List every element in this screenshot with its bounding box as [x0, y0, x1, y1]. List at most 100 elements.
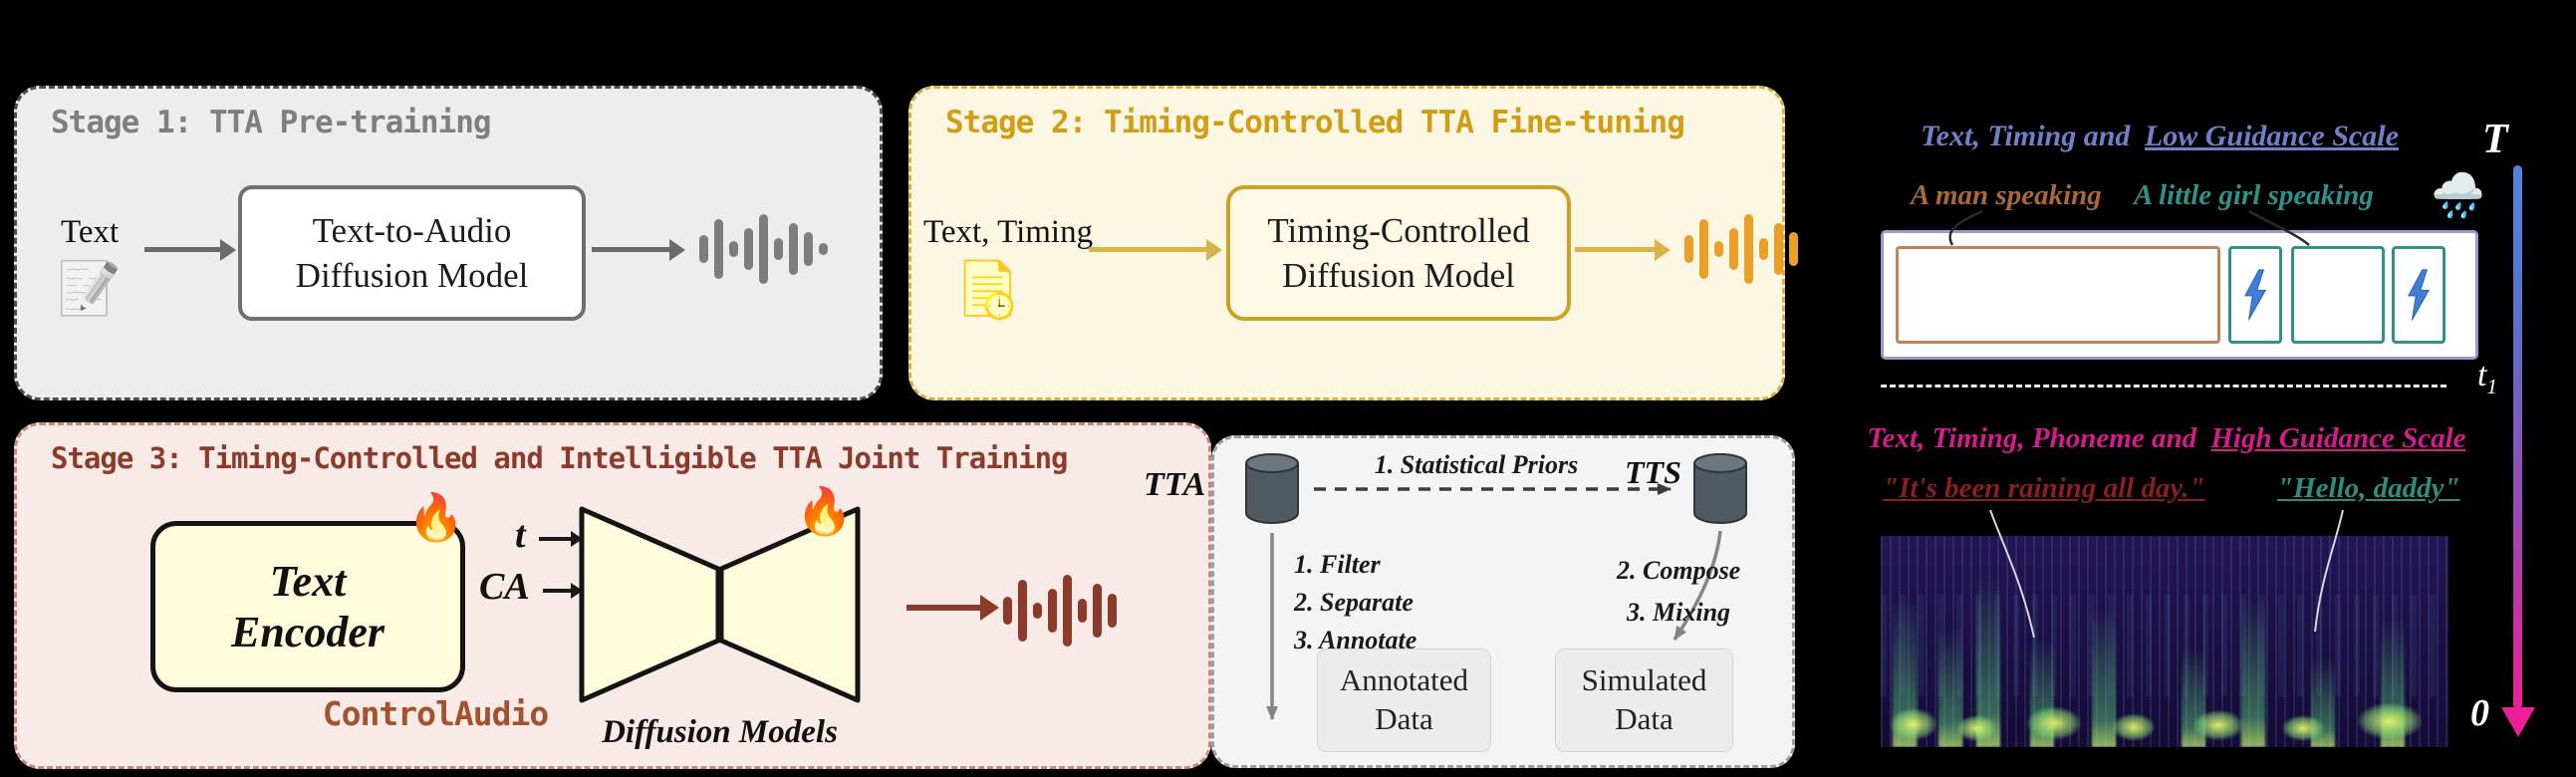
- timestep-label: t: [515, 514, 526, 556]
- clock-icon: 🕒: [983, 292, 1016, 321]
- stage3-title: Stage 3: Timing-Controlled and Intelligi…: [51, 441, 1068, 475]
- waveform-bar: [1048, 589, 1057, 633]
- spectrogram-blob: [2106, 709, 2162, 745]
- waveform-bar: [1684, 235, 1693, 263]
- waveform-icon: [1684, 213, 1798, 285]
- annotated-data-label: Annotated Data: [1339, 662, 1469, 736]
- tts-dataset-label: TTS: [1625, 454, 1681, 490]
- stage3-panel: Stage 3: Timing-Controlled and Intelligi…: [14, 422, 1211, 769]
- girl-speaking-label: A little girl speaking: [2134, 179, 2374, 211]
- rain-cloud-icon: 🌧️: [2431, 171, 2485, 220]
- arrow-right-icon: [144, 247, 220, 252]
- stage2-panel: Stage 2: Timing-Controlled TTA Fine-tuni…: [908, 86, 1798, 400]
- fire-icon: 🔥: [796, 486, 854, 537]
- waveform-icon: [699, 213, 828, 285]
- text-encoder-box: Text Encoder: [150, 521, 465, 692]
- girl-speech-segment: [2291, 246, 2385, 344]
- arrow-right-icon: [592, 247, 669, 252]
- tts-down-arrow: [1673, 530, 1722, 641]
- timestep-t1-label: t1: [2477, 357, 2497, 399]
- waveform-bar: [1078, 599, 1087, 623]
- lightning-icon: [2243, 269, 2267, 321]
- rain-quote: "It's been raining all day.": [1883, 472, 2205, 504]
- spectrogram-blob: [1950, 711, 2002, 745]
- unet-decoder-half: [718, 506, 861, 703]
- waveform-bar: [729, 241, 738, 257]
- spectrogram: [1881, 536, 2448, 747]
- spectrogram-blob: [2186, 705, 2251, 745]
- timed-document-icon: 📄 🕒: [955, 261, 1020, 320]
- waveform-bar: [1003, 597, 1012, 625]
- waveform-icon: [1003, 573, 1117, 648]
- diffusion-unet-shape: [579, 506, 861, 703]
- high-guidance-prefix: Text, Timing, Phoneme and: [1867, 422, 2197, 454]
- pipeline-step-filter: 1. Filter: [1294, 550, 1381, 579]
- waveform-bar: [804, 232, 813, 266]
- timestep-zero-label: 0: [2470, 692, 2489, 734]
- arrow-right-icon: [543, 589, 571, 593]
- fire-icon: 🔥: [407, 492, 465, 543]
- girl-speech-segment: [2228, 246, 2282, 344]
- girl-speech-segment: [2392, 246, 2446, 344]
- timestep-arrowhead-icon: [2501, 707, 2535, 737]
- statistical-priors-label: 1. Statistical Priors: [1374, 450, 1579, 479]
- waveform-bar: [714, 219, 723, 279]
- memo-icon: 📝: [57, 261, 122, 318]
- tta-model-box: Text-to-Audio Diffusion Model: [238, 185, 586, 321]
- timestep-gradient-arrow: [2513, 165, 2522, 709]
- spectrogram-blob: [1883, 703, 1944, 745]
- waveform-bar: [819, 243, 828, 255]
- waveform-bar: [1108, 594, 1117, 628]
- high-guidance-heading: Text, Timing, Phoneme and High Guidance …: [1848, 422, 2485, 455]
- timing-model-label: Timing-Controlled Diffusion Model: [1267, 210, 1530, 296]
- arrow-right-icon: [1575, 247, 1655, 252]
- lightning-icon: [2407, 269, 2431, 321]
- t1-subscript: 1: [2486, 374, 2497, 398]
- waveform-bar: [1744, 214, 1753, 284]
- low-guidance-prefix: Text, Timing and: [1921, 120, 2131, 152]
- waveform-bar: [789, 223, 798, 275]
- waveform-bar: [759, 214, 768, 284]
- annotated-data-box: Annotated Data: [1317, 648, 1491, 752]
- database-icon: [1245, 453, 1299, 524]
- waveform-bar: [699, 235, 708, 263]
- waveform-bar: [744, 228, 753, 270]
- pipeline-step-compose: 2. Compose: [1617, 556, 1741, 585]
- database-icon: [1693, 453, 1747, 524]
- stage1-input-label: Text: [61, 214, 120, 250]
- data-pipeline-panel: 1. Statistical Priors TTS 1. Filter 2. S…: [1211, 435, 1795, 768]
- document-icon: 📄: [955, 261, 1020, 318]
- pipeline-step-mixing: 3. Mixing: [1627, 598, 1731, 627]
- timing-model-box: Timing-Controlled Diffusion Model: [1226, 185, 1571, 321]
- waveform-bar: [1759, 238, 1768, 260]
- low-guidance-underlined: Low Guidance Scale: [2144, 120, 2399, 152]
- waveform-bar: [1033, 603, 1042, 619]
- cross-attention-label: CA: [479, 566, 530, 608]
- text-encoder-label: Text Encoder: [231, 557, 385, 656]
- waveform-bar: [1789, 232, 1798, 266]
- stage2-input-label: Text, Timing: [923, 214, 1094, 250]
- unet-encoder-half: [579, 506, 721, 703]
- simulated-data-label: Simulated Data: [1581, 662, 1707, 736]
- waveform-bar: [774, 238, 783, 260]
- spectrogram-haze: [1881, 595, 2448, 697]
- high-guidance-underlined: High Guidance Scale: [2210, 422, 2466, 454]
- timestep-T-label: T: [2482, 117, 2508, 162]
- arrow-right-icon: [539, 537, 571, 541]
- man-speech-segment: [1896, 246, 2220, 344]
- spectrogram-blob: [2275, 711, 2331, 745]
- waveform-bar: [1093, 584, 1102, 638]
- waveform-bar: [1729, 228, 1738, 270]
- arrow-right-icon: [906, 605, 980, 611]
- pipeline-arrows: [1266, 483, 1722, 720]
- timeline-track: [1881, 230, 2478, 360]
- spectrogram-blob: [2018, 701, 2090, 745]
- stage2-title: Stage 2: Timing-Controlled TTA Fine-tuni…: [945, 105, 1685, 140]
- pipeline-step-separate: 2. Separate: [1294, 588, 1414, 617]
- t1-base: t: [2477, 357, 2487, 393]
- waveform-bar: [1063, 575, 1072, 647]
- waveform-bar: [1774, 223, 1783, 275]
- spectrogram-blob: [2347, 697, 2433, 745]
- stage1-title: Stage 1: TTA Pre-training: [51, 105, 492, 140]
